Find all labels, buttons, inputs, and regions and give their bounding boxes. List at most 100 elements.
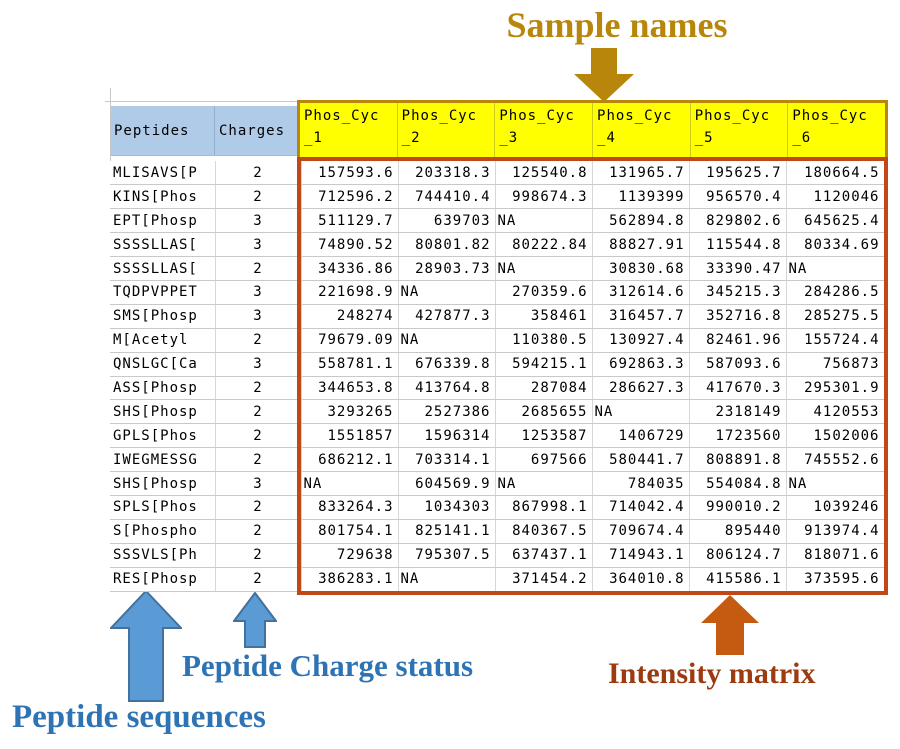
intensity-cell[interactable]: 580441.7: [592, 447, 690, 473]
intensity-cell[interactable]: 714943.1: [592, 543, 690, 568]
peptide-cell[interactable]: SPLS[Phos: [110, 495, 216, 520]
peptide-cell[interactable]: MLISAVS[P: [110, 161, 216, 186]
intensity-cell[interactable]: 284286.5: [786, 280, 885, 305]
intensity-cell[interactable]: 345215.3: [689, 280, 787, 305]
intensity-cell[interactable]: 203318.3: [398, 161, 496, 186]
peptide-cell[interactable]: ASS[Phosp: [110, 376, 216, 401]
intensity-cell[interactable]: 80222.84: [495, 232, 593, 258]
intensity-cell[interactable]: 295301.9: [786, 376, 885, 401]
charge-cell[interactable]: 2: [215, 543, 302, 568]
intensity-cell[interactable]: 427877.3: [398, 304, 496, 329]
intensity-cell[interactable]: 795307.5: [398, 543, 496, 568]
intensity-cell[interactable]: 895440: [689, 519, 787, 544]
intensity-cell[interactable]: 744410.4: [398, 184, 496, 210]
intensity-cell[interactable]: 990010.2: [689, 495, 787, 520]
intensity-cell[interactable]: 270359.6: [495, 280, 593, 305]
charge-cell[interactable]: 2: [215, 256, 302, 281]
intensity-cell[interactable]: 867998.1: [495, 495, 593, 520]
peptide-cell[interactable]: IWEGMESSG: [110, 447, 216, 473]
intensity-cell[interactable]: 157593.6: [301, 161, 399, 186]
intensity-cell[interactable]: 637437.1: [495, 543, 593, 568]
peptide-cell[interactable]: S[Phospho: [110, 519, 216, 544]
intensity-cell[interactable]: 2318149: [689, 399, 787, 425]
intensity-cell[interactable]: 3293265: [301, 399, 399, 425]
intensity-cell[interactable]: NA: [495, 208, 593, 234]
charge-cell[interactable]: 3: [215, 232, 302, 258]
intensity-cell[interactable]: 248274: [301, 304, 399, 329]
peptide-cell[interactable]: TQDPVPPET: [110, 280, 216, 305]
intensity-cell[interactable]: 998674.3: [495, 184, 593, 210]
intensity-cell[interactable]: 594215.1: [495, 352, 593, 377]
intensity-cell[interactable]: 131965.7: [592, 161, 690, 186]
intensity-cell[interactable]: 415586.1: [689, 567, 787, 592]
peptide-cell[interactable]: SSSSLLAS[: [110, 232, 216, 258]
sample-column-header[interactable]: Phos_Cyc_2: [398, 103, 496, 157]
intensity-cell[interactable]: 386283.1: [301, 567, 399, 592]
intensity-cell[interactable]: 511129.7: [301, 208, 399, 234]
intensity-cell[interactable]: NA: [495, 256, 593, 281]
intensity-cell[interactable]: 287084: [495, 376, 593, 401]
intensity-cell[interactable]: 714042.4: [592, 495, 690, 520]
sample-column-header[interactable]: Phos_Cyc_5: [691, 103, 789, 157]
intensity-cell[interactable]: 80801.82: [398, 232, 496, 258]
intensity-cell[interactable]: 825141.1: [398, 519, 496, 544]
peptide-cell[interactable]: KINS[Phos: [110, 184, 216, 210]
peptides-column-header[interactable]: Peptides: [111, 106, 215, 155]
intensity-cell[interactable]: 195625.7: [689, 161, 787, 186]
intensity-cell[interactable]: 371454.2: [495, 567, 593, 592]
intensity-cell[interactable]: NA: [398, 280, 496, 305]
intensity-cell[interactable]: NA: [592, 399, 690, 425]
intensity-cell[interactable]: 364010.8: [592, 567, 690, 592]
intensity-cell[interactable]: 316457.7: [592, 304, 690, 329]
intensity-cell[interactable]: 913974.4: [786, 519, 885, 544]
intensity-cell[interactable]: 956570.4: [689, 184, 787, 210]
intensity-cell[interactable]: 80334.69: [786, 232, 885, 258]
intensity-cell[interactable]: 221698.9: [301, 280, 399, 305]
intensity-cell[interactable]: 818071.6: [786, 543, 885, 568]
intensity-cell[interactable]: 1551857: [301, 423, 399, 449]
charge-cell[interactable]: 2: [215, 447, 302, 473]
intensity-cell[interactable]: 1596314: [398, 423, 496, 449]
intensity-cell[interactable]: 110380.5: [495, 328, 593, 353]
intensity-cell[interactable]: 833264.3: [301, 495, 399, 520]
intensity-cell[interactable]: 806124.7: [689, 543, 787, 568]
peptide-cell[interactable]: SHS[Phosp: [110, 471, 216, 496]
intensity-cell[interactable]: 1253587: [495, 423, 593, 449]
intensity-cell[interactable]: 676339.8: [398, 352, 496, 377]
intensity-cell[interactable]: 115544.8: [689, 232, 787, 258]
charge-cell[interactable]: 3: [215, 352, 302, 377]
intensity-cell[interactable]: 604569.9: [398, 471, 496, 496]
intensity-cell[interactable]: NA: [786, 256, 885, 281]
intensity-cell[interactable]: 1723560: [689, 423, 787, 449]
charge-cell[interactable]: 2: [215, 376, 302, 401]
intensity-cell[interactable]: 840367.5: [495, 519, 593, 544]
charge-cell[interactable]: 3: [215, 280, 302, 305]
intensity-cell[interactable]: 373595.6: [786, 567, 885, 592]
intensity-cell[interactable]: 285275.5: [786, 304, 885, 329]
intensity-cell[interactable]: 82461.96: [689, 328, 787, 353]
peptide-cell[interactable]: RES[Phosp: [110, 567, 216, 592]
intensity-cell[interactable]: 729638: [301, 543, 399, 568]
intensity-cell[interactable]: 587093.6: [689, 352, 787, 377]
intensity-cell[interactable]: 1502006: [786, 423, 885, 449]
intensity-cell[interactable]: 1039246: [786, 495, 885, 520]
intensity-cell[interactable]: 829802.6: [689, 208, 787, 234]
intensity-cell[interactable]: 801754.1: [301, 519, 399, 544]
intensity-cell[interactable]: 358461: [495, 304, 593, 329]
intensity-cell[interactable]: 784035: [592, 471, 690, 496]
peptide-cell[interactable]: SSSSLLAS[: [110, 256, 216, 281]
charge-cell[interactable]: 2: [215, 423, 302, 449]
intensity-cell[interactable]: 79679.09: [301, 328, 399, 353]
intensity-cell[interactable]: 709674.4: [592, 519, 690, 544]
intensity-cell[interactable]: 125540.8: [495, 161, 593, 186]
charge-cell[interactable]: 3: [215, 304, 302, 329]
intensity-cell[interactable]: 28903.73: [398, 256, 496, 281]
intensity-cell[interactable]: 33390.47: [689, 256, 787, 281]
intensity-cell[interactable]: 1034303: [398, 495, 496, 520]
intensity-cell[interactable]: 413764.8: [398, 376, 496, 401]
intensity-cell[interactable]: 1139399: [592, 184, 690, 210]
intensity-cell[interactable]: NA: [398, 328, 496, 353]
intensity-cell[interactable]: 1120046: [786, 184, 885, 210]
intensity-cell[interactable]: 88827.91: [592, 232, 690, 258]
charge-cell[interactable]: 2: [215, 328, 302, 353]
